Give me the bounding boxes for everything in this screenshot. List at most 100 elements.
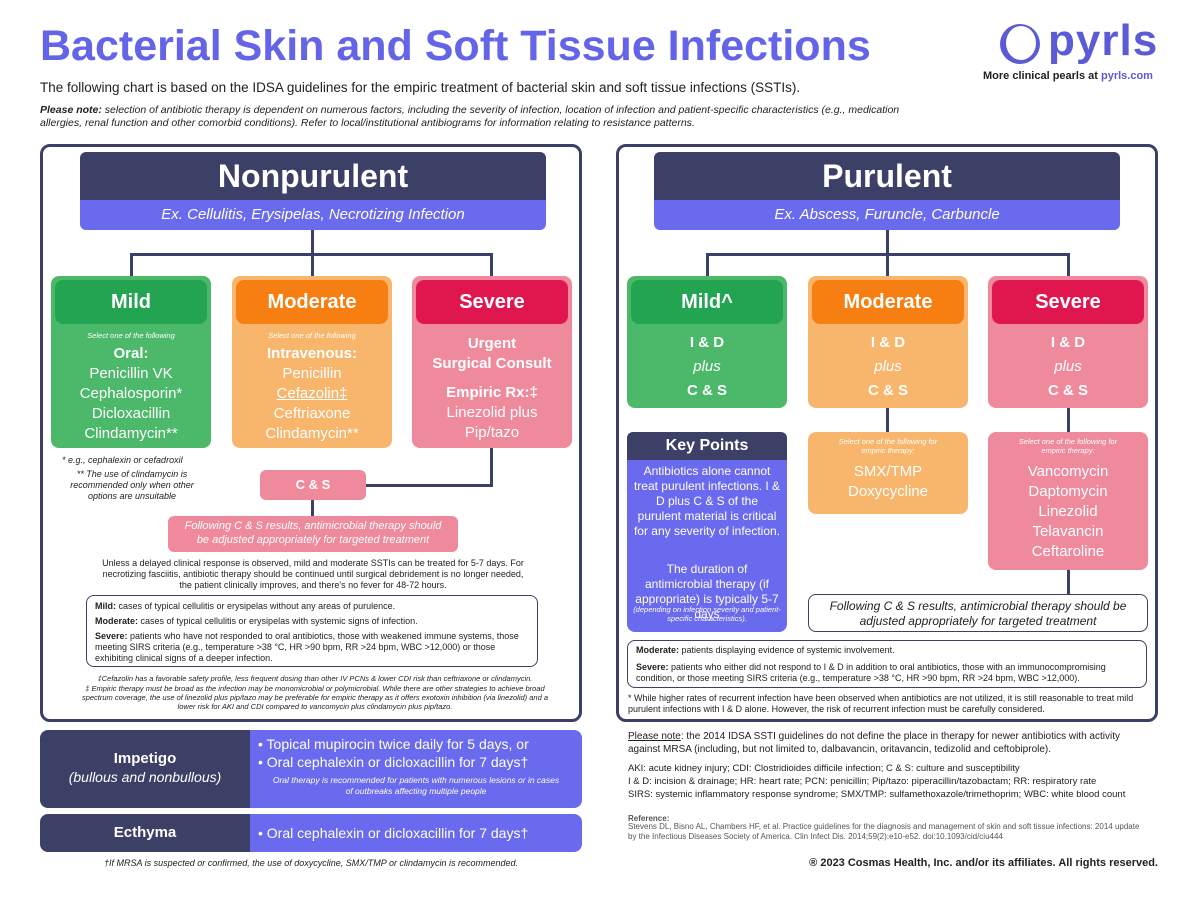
mild-footnote-2: ** The use of clindamycin is recommended… (70, 469, 194, 501)
purulent-examples: Ex. Abscess, Furuncle, Carbuncle (654, 200, 1120, 230)
mild-footnote-1: * e.g., cephalexin or cefadroxil (62, 455, 183, 465)
note-text: selection of antibiotic therapy is depen… (40, 104, 900, 129)
nonpurulent-examples: Ex. Cellulitis, Erysipelas, Necrotizing … (80, 200, 546, 230)
ecthyma-bullet: • Oral cephalexin or dicloxacillin for 7… (258, 825, 529, 841)
impetigo-title: Impetigo (113, 750, 177, 767)
drug-item: Penicillin VK (89, 365, 173, 382)
purulent-cs-followup-box: Following C & S results, antimicrobial t… (808, 594, 1148, 632)
def-term: Severe: (95, 631, 128, 641)
empiric-rx-label: Empiric Rx:‡ (446, 384, 538, 401)
impetigo-note: Oral therapy is recommended for patients… (272, 775, 560, 796)
drug-item: Penicillin (282, 365, 342, 382)
please-note-text: : the 2014 IDSA SSTI guidelines do not d… (628, 731, 1120, 755)
select-one-label: Select one of the following for empiric … (838, 437, 938, 455)
purulent-severe-header: Severe (992, 280, 1144, 324)
connector (311, 230, 314, 256)
id-label: I & D (870, 334, 906, 351)
def-term: Severe: (636, 662, 669, 672)
connector (311, 253, 314, 279)
def-term: Mild: (95, 601, 116, 611)
impetigo-bullet-2: • Oral cephalexin or dicloxacillin for 7… (258, 754, 529, 770)
connector (1067, 253, 1070, 279)
def-text: patients displaying evidence of systemic… (679, 645, 895, 655)
moderate-drug-list: Penicillin Cefazolin‡ Ceftriaxone Clinda… (232, 364, 392, 444)
connector (490, 253, 493, 279)
drug-item: Dicloxacillin (91, 405, 171, 422)
drug-item: Clindamycin** (84, 425, 178, 442)
ecthyma-title: Ecthyma (113, 824, 177, 841)
purulent-mild-header: Mild^ (631, 280, 783, 324)
ecthyma-label-box: Ecthyma (40, 814, 250, 852)
key-point-2: The duration of antimicrobial therapy (i… (635, 562, 779, 621)
nonpurulent-mild-header: Mild (55, 280, 207, 324)
connector (886, 253, 889, 279)
purulent-moderate-header: Moderate (812, 280, 964, 324)
logo-moon-icon (1000, 24, 1040, 64)
tagline-link[interactable]: pyrls.com (1101, 70, 1153, 82)
abbreviation-2: I & D: incision & drainage; HR: heart ra… (628, 776, 1097, 787)
connector (886, 230, 889, 256)
note-label: Please note: (40, 104, 102, 116)
nonpurulent-title: Nonpurulent (80, 152, 546, 200)
purulent-title: Purulent (654, 152, 1120, 200)
disclaimer-note: Please note: selection of antibiotic the… (40, 104, 920, 130)
abbreviation-3: SIRS: systemic inflammatory response syn… (628, 789, 1126, 800)
pyrls-logo[interactable]: pyrls (1000, 16, 1160, 66)
drug-item: Pip/tazo (464, 424, 520, 441)
key-points-title: Key Points (627, 432, 787, 460)
id-label: I & D (689, 334, 725, 351)
impetigo-label-box: Impetigo (bullous and nonbullous) (40, 730, 250, 808)
key-point-1: Antibiotics alone cannot treat purulent … (633, 464, 781, 538)
guidelines-note: Please note: the 2014 IDSA SSTI guidelin… (628, 730, 1148, 756)
reference-text: Stevens DL, Bisno AL, Chambers HF, et al… (628, 822, 1140, 841)
tagline-prefix: More clinical pearls at (983, 70, 1101, 82)
drug-item: Linezolid plus (446, 404, 538, 421)
drug-item: Cefazolin‡ (276, 385, 348, 402)
plus-label: plus (1054, 358, 1082, 375)
tagline: More clinical pearls at pyrls.com (983, 70, 1153, 82)
mild-drug-list: Penicillin VK Cephalosporin* Dicloxacill… (51, 364, 211, 444)
please-note-label: Please note (628, 731, 681, 742)
def-text: patients who have not responded to oral … (95, 631, 519, 663)
cs-pill: C & S (260, 470, 366, 500)
ecthyma-treatment-box: • Oral cephalexin or dicloxacillin for 7… (250, 814, 582, 852)
def-text: patients who either did not respond to I… (636, 662, 1106, 683)
id-label: I & D (1050, 334, 1086, 351)
cs-label: C & S (686, 382, 727, 399)
def-text: cases of typical cellulitis or erysipela… (116, 601, 396, 611)
reference-label: Reference: (628, 814, 670, 823)
cs-followup-box: Following C & S results, antimicrobial t… (168, 516, 458, 552)
impetigo-bullet-1: • Topical mupirocin twice daily for 5 da… (258, 736, 529, 752)
copyright: ® 2023 Cosmas Health, Inc. and/or its af… (809, 857, 1158, 869)
def-term: Moderate: (636, 645, 680, 655)
key-point-3: (depending on infection severity and pat… (633, 605, 781, 623)
purulent-footnote: * While higher rates of recurrent infect… (628, 693, 1134, 714)
plus-label: plus (693, 358, 721, 375)
select-one-label: Select one of the following (87, 331, 175, 340)
connector (1067, 570, 1070, 594)
iv-route-label: Intravenous: (266, 345, 357, 362)
drug-item: Clindamycin** (265, 425, 359, 442)
moderate-rx-list: SMX/TMP Doxycycline (808, 462, 968, 502)
impetigo-treatment-box: • Topical mupirocin twice daily for 5 da… (250, 730, 582, 808)
drug-item: Ceftaroline (1031, 543, 1105, 560)
connector (366, 484, 493, 487)
cs-label: C & S (1047, 382, 1088, 399)
severe-drug-list: Linezolid plus Pip/tazo (412, 403, 572, 443)
drug-item: Telavancin (1032, 523, 1104, 540)
purulent-moderate-rx-card (808, 432, 968, 514)
def-text: cases of typical cellulitis or erysipela… (138, 616, 418, 626)
drug-item: Cephalosporin* (79, 385, 183, 402)
connector (1067, 408, 1070, 432)
plus-label: plus (874, 358, 902, 375)
drug-item: Ceftriaxone (273, 405, 351, 422)
nonpurulent-moderate-header: Moderate (236, 280, 388, 324)
page-title: Bacterial Skin and Soft Tissue Infection… (40, 22, 871, 70)
mrsa-note: †If MRSA is suspected or confirmed, the … (104, 858, 518, 868)
connector (130, 253, 133, 279)
drug-item: Linezolid (1038, 503, 1098, 520)
cefazolin-footnote: ‡Cefazolin has a favorable safety profil… (97, 674, 533, 683)
purulent-severe-rx-card (988, 432, 1148, 570)
logo-text: pyrls (1048, 16, 1159, 65)
surgical-consult-label: Surgical Consult (432, 355, 552, 372)
